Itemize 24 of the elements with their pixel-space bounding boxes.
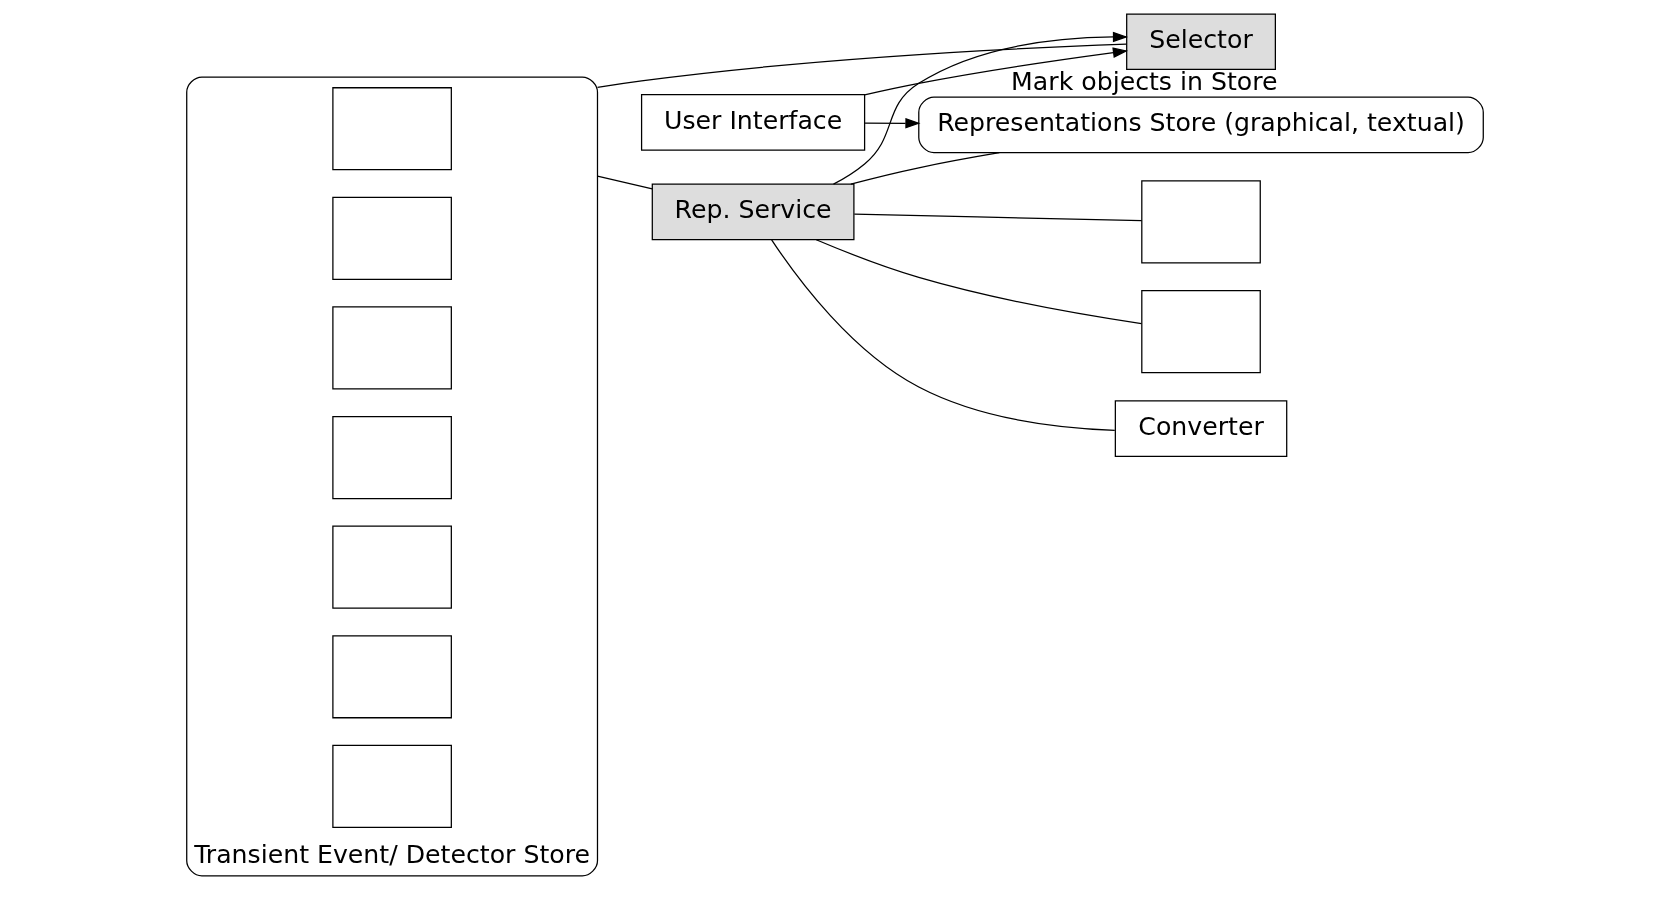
connector xyxy=(771,238,1116,431)
node-box: User Interface xyxy=(640,93,866,151)
connector xyxy=(850,151,1000,185)
node-box: Representations Store (graphical, textual) xyxy=(918,96,1484,153)
arrow xyxy=(832,31,1128,185)
connector xyxy=(596,42,1127,88)
node-box: Rep. Service xyxy=(651,183,855,240)
node-box xyxy=(332,415,452,499)
arrow xyxy=(864,117,921,129)
cluster: Transient Event/ Detector Store xyxy=(186,75,599,876)
connector xyxy=(596,174,653,189)
node-box: Selector xyxy=(1126,12,1276,70)
node-box xyxy=(332,525,452,609)
node-box xyxy=(332,305,452,389)
node-box xyxy=(1141,289,1261,373)
node-box xyxy=(332,196,452,280)
node-box xyxy=(332,86,452,170)
connector xyxy=(853,213,1143,221)
arrow xyxy=(864,46,1128,95)
node-box xyxy=(332,634,452,718)
node-box xyxy=(332,744,452,828)
connector xyxy=(815,238,1143,324)
node-box: Converter xyxy=(1114,399,1288,457)
node-box xyxy=(1141,179,1261,263)
